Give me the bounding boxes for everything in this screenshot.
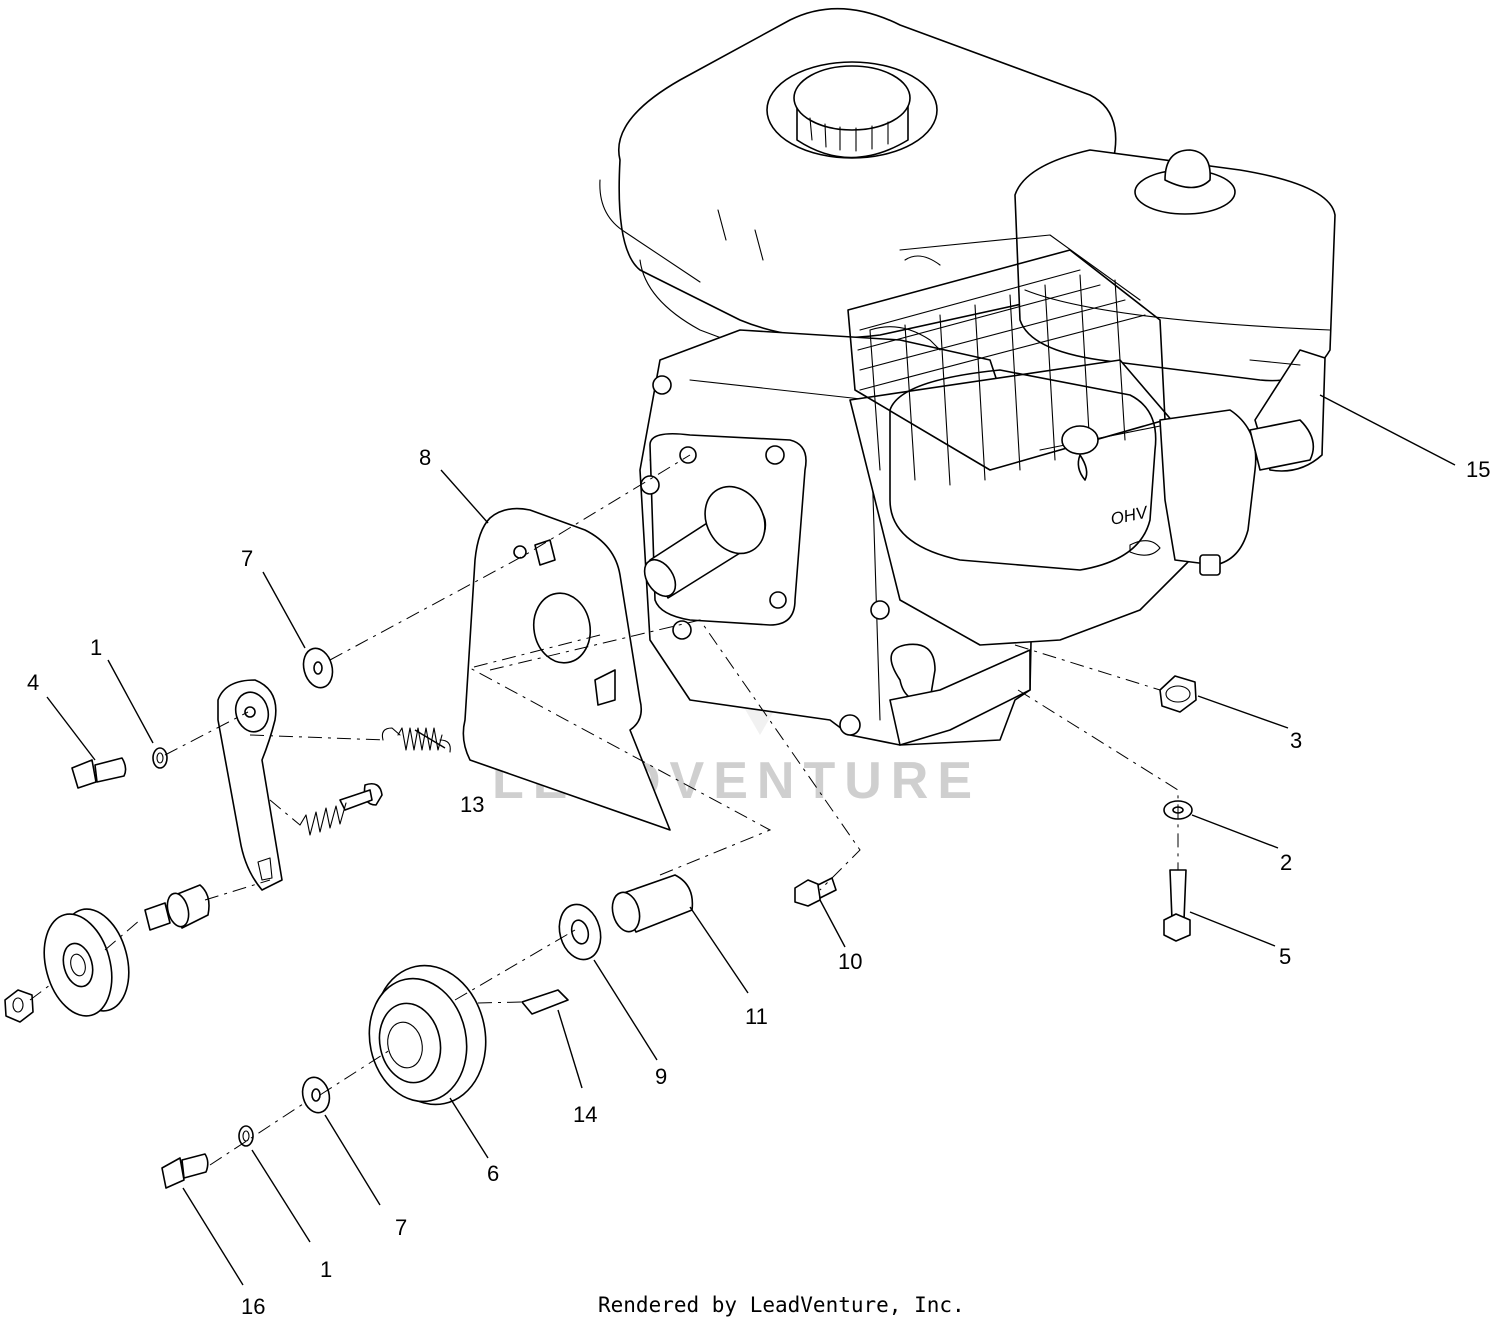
pulley-bolt: [161, 1153, 209, 1189]
flat-washer-upper: [302, 647, 334, 689]
callout-6: 6: [487, 1161, 499, 1186]
extension-spring: [381, 727, 451, 753]
callout-1-upper: 1: [90, 635, 102, 660]
pulley-key: [521, 989, 569, 1015]
idler-nut: [4, 989, 34, 1023]
callout-2: 2: [1280, 850, 1292, 875]
engine-assembly: OHV: [599, 7, 1336, 746]
callout-3: 3: [1290, 728, 1302, 753]
compression-spring-and-bolt: [299, 782, 383, 836]
callout-10: 10: [838, 949, 862, 974]
idler-pulley: [43, 908, 130, 1017]
flange-nut: [1159, 675, 1197, 713]
footer-credit: Rendered by LeadVenture, Inc.: [598, 1293, 965, 1317]
callout-13: 13: [460, 792, 484, 817]
callout-7-upper: 7: [241, 546, 253, 571]
callout-labels: 8 7 1 4 13 15 3 2 5 10 11 9 14 6 7 1 16: [27, 445, 1490, 1319]
mounting-foot: [889, 649, 1031, 746]
callout-14: 14: [573, 1102, 597, 1127]
flat-washer-lower: [301, 1076, 331, 1114]
lock-washer-lower: [238, 1125, 254, 1147]
callout-1-lower: 1: [320, 1257, 332, 1282]
idler-spacer: [144, 884, 210, 931]
pulley-bushing: [611, 874, 694, 933]
muffler-guard: [847, 234, 1166, 486]
callout-8: 8: [419, 445, 431, 470]
assembly-guide-lines: [29, 454, 1179, 1166]
pulley-washer: [558, 903, 602, 961]
air-cleaner: [1014, 149, 1336, 382]
muffler: [889, 369, 1157, 571]
callout-leaders: [46, 394, 1456, 1286]
idler-arm-bolt: [71, 757, 127, 789]
callout-15: 15: [1466, 457, 1490, 482]
carburetor: [1159, 409, 1257, 566]
callout-16: 16: [241, 1294, 265, 1319]
idler-arm: [217, 679, 283, 891]
callout-7-lower: 7: [395, 1215, 407, 1240]
cylinder-head-cover: [849, 359, 1191, 646]
callout-5: 5: [1279, 944, 1291, 969]
engine-mount-bolt: [1163, 869, 1191, 942]
callout-9: 9: [655, 1064, 667, 1089]
guard-bolt: [794, 877, 837, 907]
callout-11: 11: [745, 1004, 768, 1029]
lock-washer-upper: [152, 747, 168, 769]
belt-guard-plate: [462, 507, 671, 831]
callout-4: 4: [27, 670, 39, 695]
drive-pulley: [368, 964, 487, 1106]
